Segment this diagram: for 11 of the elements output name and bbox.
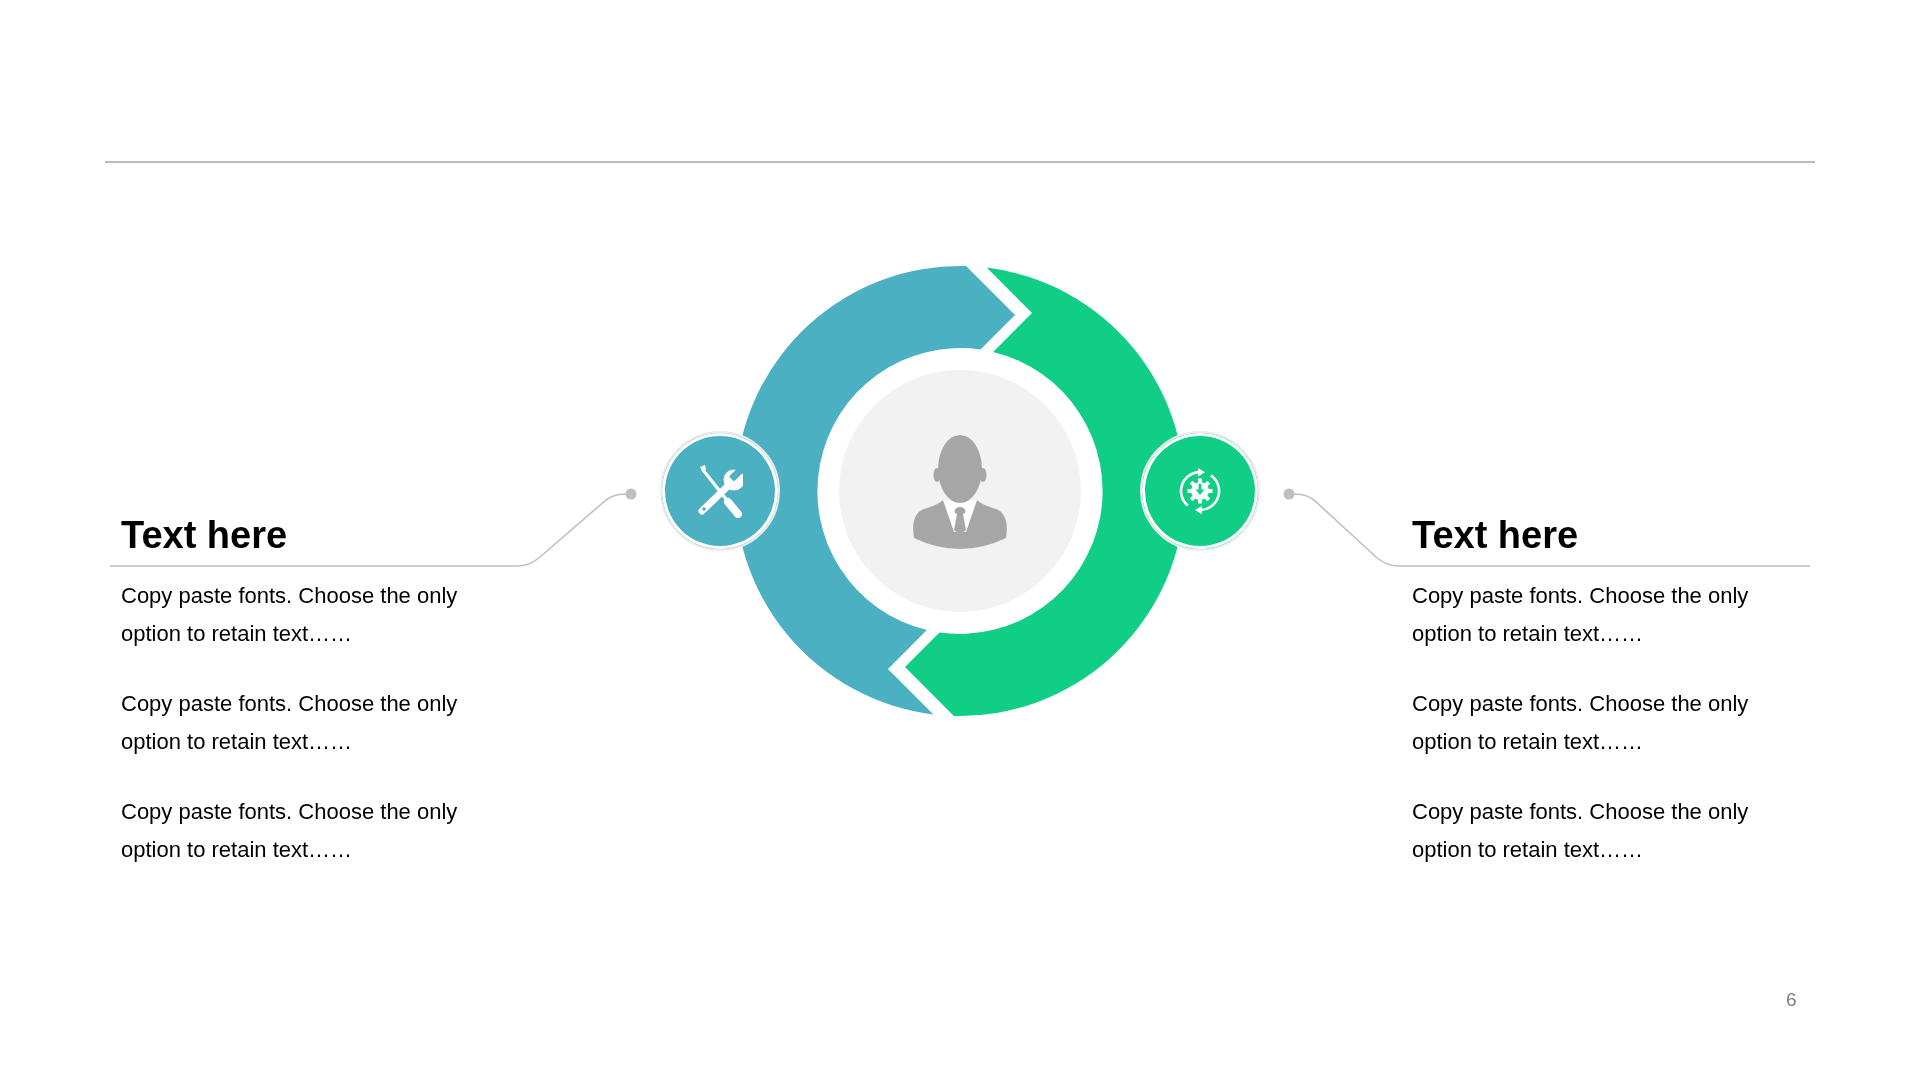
page-number: 6 <box>1786 989 1797 1009</box>
leader-line <box>109 488 637 567</box>
body-text: Copy paste fonts. Choose the only option to retain text…… <box>1412 690 1750 757</box>
body-text: Copy paste fonts. Choose the only option to retain text…… <box>121 582 459 649</box>
heading: Text here <box>1412 513 1579 558</box>
leader-line <box>1283 488 1811 567</box>
heading: Text here <box>121 513 288 558</box>
body-text: Copy paste fonts. Choose the only option to retain text…… <box>1412 798 1750 865</box>
body-text: Copy paste fonts. Choose the only option to retain text…… <box>121 798 459 865</box>
body-text: Copy paste fonts. Choose the only option to retain text…… <box>121 690 459 757</box>
body-text: Copy paste fonts. Choose the only option to retain text…… <box>1412 582 1750 649</box>
